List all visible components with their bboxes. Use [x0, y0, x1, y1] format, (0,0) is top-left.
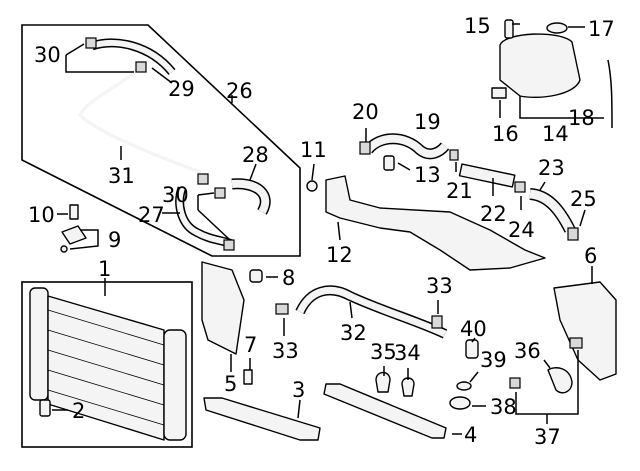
callout-39: 39 — [480, 348, 507, 372]
callout-38: 38 — [490, 395, 517, 419]
callout-23: 23 — [538, 156, 565, 180]
callout-32: 32 — [340, 321, 367, 345]
air-deflector — [306, 163, 546, 271]
callout-33a: 33 — [426, 274, 453, 298]
heater-hoses — [359, 128, 526, 210]
sensor-bracket — [57, 204, 99, 253]
shroud-6 — [509, 266, 617, 424]
baffle-5 — [201, 261, 278, 385]
callout-22: 22 — [480, 202, 507, 226]
callout-7: 7 — [244, 333, 257, 357]
callout-8: 8 — [282, 266, 295, 290]
callout-11: 11 — [300, 138, 327, 162]
callout-10: 10 — [28, 203, 55, 227]
callout-6: 6 — [584, 244, 597, 268]
callout-33b: 33 — [272, 339, 299, 363]
callout-35: 35 — [370, 340, 397, 364]
callout-1: 1 — [98, 257, 111, 281]
callout-30a: 30 — [34, 43, 61, 67]
callout-34: 34 — [394, 341, 421, 365]
radiator-inset — [21, 278, 193, 448]
callout-31: 31 — [108, 164, 135, 188]
callout-19: 19 — [414, 110, 441, 134]
callout-16: 16 — [492, 122, 519, 146]
callout-21: 21 — [446, 179, 473, 203]
hose-32 — [275, 285, 448, 339]
callout-labels: 1 2 3 4 5 6 7 8 9 10 11 12 13 14 15 16 1… — [28, 14, 615, 449]
callout-3: 3 — [292, 378, 305, 402]
callout-5: 5 — [224, 372, 237, 396]
hose-kit-inset — [21, 24, 301, 257]
clamp-30a — [85, 37, 97, 49]
callout-2: 2 — [72, 399, 85, 423]
callout-18: 18 — [568, 106, 595, 130]
callout-20: 20 — [352, 100, 379, 124]
callout-40: 40 — [460, 317, 487, 341]
coolant-reservoir — [491, 19, 613, 129]
thermostat-parts — [449, 337, 486, 410]
callout-4: 4 — [464, 423, 477, 447]
lower-panels — [203, 383, 462, 441]
callout-26: 26 — [226, 79, 253, 103]
callout-36: 36 — [514, 339, 541, 363]
fittings-34-35 — [375, 366, 415, 397]
callout-24: 24 — [508, 218, 535, 242]
callout-15: 15 — [464, 14, 491, 38]
callout-29: 29 — [168, 77, 195, 101]
callout-9: 9 — [108, 228, 121, 252]
callout-25: 25 — [570, 187, 597, 211]
callout-17: 17 — [588, 17, 615, 41]
callout-37: 37 — [534, 425, 561, 449]
drain-plug — [39, 399, 68, 417]
hose-23 — [529, 181, 586, 241]
callout-13: 13 — [414, 163, 441, 187]
callout-28: 28 — [242, 143, 269, 167]
callout-30b: 30 — [162, 183, 189, 207]
callout-12: 12 — [326, 243, 353, 267]
callout-27: 27 — [138, 203, 165, 227]
callout-14: 14 — [542, 122, 569, 146]
